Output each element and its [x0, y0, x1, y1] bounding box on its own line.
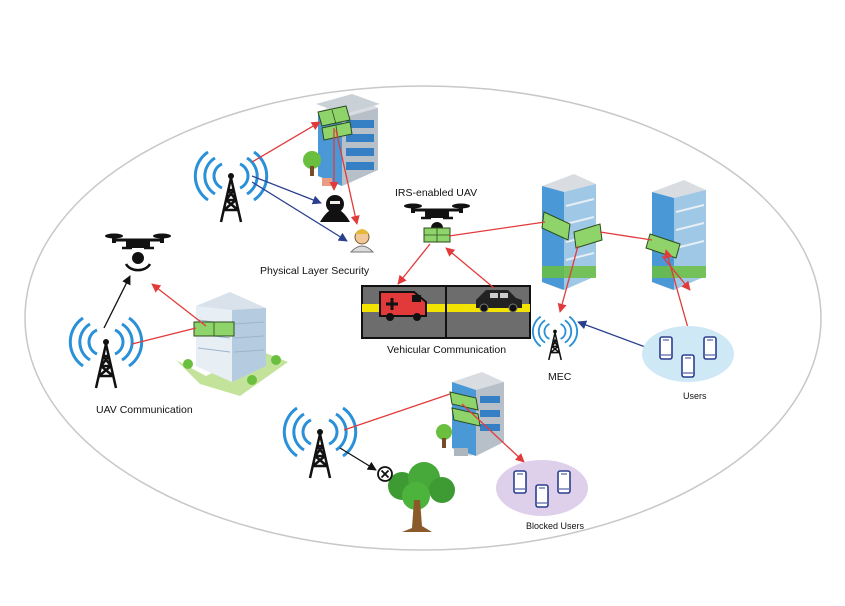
irs-panel-top — [317, 105, 353, 141]
car-icon — [476, 290, 522, 313]
building-left — [176, 292, 288, 396]
building-right-1 — [541, 174, 603, 290]
building-bottom — [436, 372, 504, 456]
cell-tower-icon-bottom — [282, 406, 358, 480]
vehicular-links — [397, 221, 691, 349]
label-users: Users — [683, 391, 707, 401]
label-uav-communication: UAV Communication — [96, 404, 193, 416]
irs-panel-left — [193, 321, 235, 337]
building-right-2 — [645, 180, 706, 290]
irs-uav-icon — [402, 202, 472, 243]
blocked-x-icon — [377, 466, 393, 482]
uav-icon-left — [103, 232, 173, 272]
cell-tower-icon-top — [193, 150, 269, 224]
ambulance-icon — [379, 291, 427, 321]
phone-icon — [681, 354, 695, 378]
label-vehicular-communication: Vehicular Communication — [387, 344, 507, 356]
phone-icon — [557, 470, 571, 494]
label-mec: MEC — [548, 371, 572, 383]
phone-icon — [535, 484, 549, 508]
mec-tower-icon — [531, 315, 579, 361]
building-top — [303, 94, 380, 186]
blocked-links — [339, 393, 525, 471]
phone-icon — [513, 470, 527, 494]
eavesdropper-icon — [320, 195, 350, 222]
uav-links — [103, 275, 207, 345]
phone-icon — [659, 336, 673, 360]
user-icon-legit — [349, 229, 375, 253]
cell-tower-icon-left — [68, 316, 144, 390]
tree-obstacle-icon — [388, 462, 455, 532]
label-blocked-users: Blocked Users — [526, 521, 585, 531]
irs-panel-bottom — [449, 391, 481, 427]
label-physical-layer-security: Physical Layer Security — [260, 265, 370, 277]
blocked-users-group — [496, 460, 588, 516]
phone-icon — [703, 336, 717, 360]
pls-links — [251, 121, 360, 242]
label-irs-enabled-uav: IRS-enabled UAV — [395, 187, 478, 199]
users-group — [642, 326, 734, 382]
coverage-area-ellipse — [24, 85, 822, 551]
